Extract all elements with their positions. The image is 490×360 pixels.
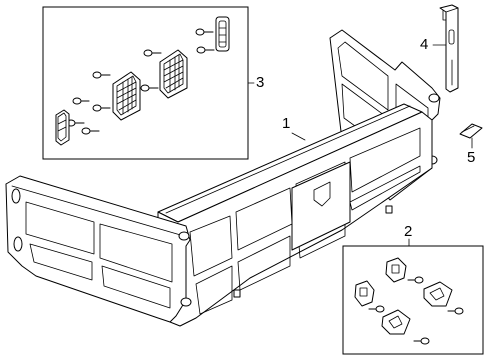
inset-box-hardware-kit	[42, 6, 249, 160]
callout-5: 5	[467, 149, 476, 166]
screw	[140, 84, 159, 92]
hinge-bracket	[354, 280, 375, 307]
callout-4: 4	[420, 36, 429, 53]
reflector-lens-small	[55, 109, 70, 146]
latch-striker	[423, 281, 453, 307]
leader-line-1	[291, 132, 306, 141]
tailgate-side-bracket	[439, 4, 459, 93]
screw	[413, 337, 430, 345]
screw	[81, 127, 100, 135]
screw	[143, 49, 162, 57]
callout-3: 3	[256, 74, 265, 91]
screw	[196, 46, 215, 54]
screw	[447, 307, 464, 315]
screw	[72, 97, 90, 105]
bed-extender-frame	[5, 29, 441, 327]
hinge-bracket	[385, 257, 407, 283]
screw	[92, 71, 111, 79]
screw	[92, 104, 111, 112]
callout-2: 2	[404, 223, 413, 240]
reflector-lens-grid	[112, 71, 141, 121]
latch-striker	[381, 309, 411, 335]
screw	[195, 28, 214, 36]
inset-box-hinge-kit	[342, 245, 484, 355]
screw	[66, 119, 85, 127]
reflector-lens-small	[215, 16, 230, 52]
reflector-lens-grid	[159, 49, 188, 99]
screw	[407, 276, 424, 284]
tailgate-clip	[459, 123, 483, 139]
screw	[368, 305, 385, 313]
callout-1: 1	[282, 115, 291, 132]
